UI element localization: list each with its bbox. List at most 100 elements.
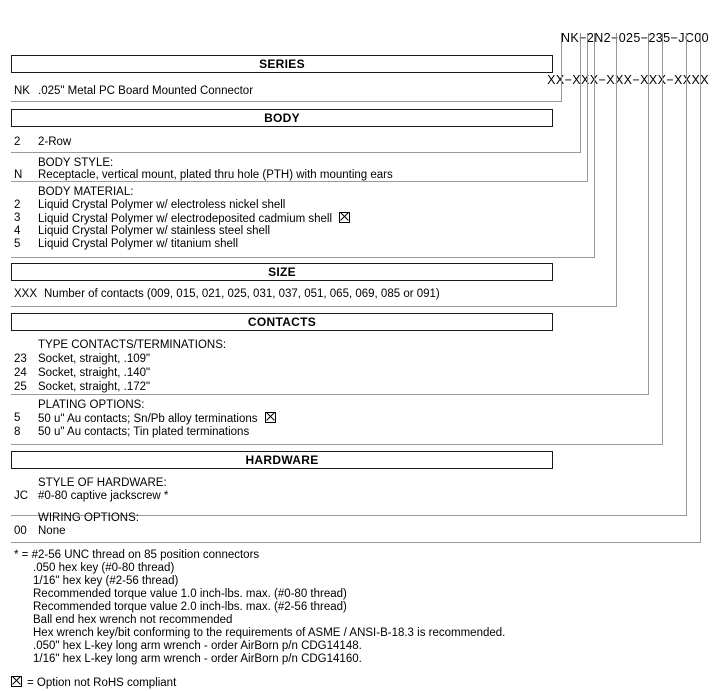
row-description: Socket, straight, .140" xyxy=(38,367,151,379)
leader-elbow-plating xyxy=(553,444,663,445)
leader-elbow-body-row xyxy=(553,152,581,153)
part-number-example: NK−2N2−025−235−JC00 xyxy=(561,31,709,45)
section-divider xyxy=(11,515,553,516)
footnote-line: .050 hex key (#0-80 thread) xyxy=(33,562,175,574)
leader-tick-body-style xyxy=(587,33,588,44)
leader-elbow-hardware xyxy=(553,515,687,516)
row-description-text: 50 u" Au contacts; Sn/Pb alloy terminati… xyxy=(38,413,258,425)
row-code: 4 xyxy=(14,225,21,237)
group-label-contact-type: TYPE CONTACTS/TERMINATIONS: xyxy=(38,339,227,351)
group-label-wiring: WIRING OPTIONS: xyxy=(38,512,139,524)
row-code: 00 xyxy=(14,525,27,537)
leader-elbow-body-style xyxy=(553,181,588,182)
row-description: Liquid Crystal Polymer w/ electroless ni… xyxy=(38,199,286,211)
row-description: Socket, straight, .109" xyxy=(38,353,151,365)
footnote-line: Recommended torque value 2.0 inch-lbs. m… xyxy=(33,601,347,613)
row-code: NK xyxy=(14,85,30,97)
row-code: 8 xyxy=(14,426,21,438)
part-number-mask: XX−XXX−XXX−XXX−XXXX xyxy=(547,73,709,87)
footnote-line: Hex wrench key/bit conforming to the req… xyxy=(33,627,506,639)
row-code: JC xyxy=(14,490,29,502)
section-header-size: SIZE xyxy=(11,263,553,281)
row-description: .025" Metal PC Board Mounted Connector xyxy=(38,85,254,97)
section-title-body: BODY xyxy=(264,111,300,125)
row-code: 2 xyxy=(14,136,21,148)
leader-tick-wiring xyxy=(700,33,701,44)
section-divider xyxy=(11,306,553,307)
leader-elbow-wiring xyxy=(553,542,701,543)
section-title-contacts: CONTACTS xyxy=(247,315,317,329)
row-description: Liquid Crystal Polymer w/ electrodeposit… xyxy=(38,212,351,226)
row-description: None xyxy=(38,525,66,537)
leader-elbow-contact-type xyxy=(553,394,649,395)
section-divider xyxy=(11,394,553,395)
section-divider xyxy=(11,152,553,153)
row-code: 2 xyxy=(14,199,21,211)
section-divider xyxy=(11,444,553,445)
row-code: 5 xyxy=(14,238,21,250)
leader-elbow-body-material xyxy=(553,257,595,258)
rohs-noncompliant-icon xyxy=(264,412,276,423)
row-description: Socket, straight, .172" xyxy=(38,381,151,393)
section-header-contacts: CONTACTS xyxy=(11,313,553,331)
row-description: Liquid Crystal Polymer w/ stainless stee… xyxy=(38,225,271,237)
row-code: 24 xyxy=(14,367,27,379)
leader-tick-body-row xyxy=(580,33,581,44)
row-description-text: Liquid Crystal Polymer w/ electrodeposit… xyxy=(38,213,333,225)
row-code: XXX xyxy=(14,288,38,300)
row-code: 3 xyxy=(14,212,21,224)
footnote-line: Recommended torque value 1.0 inch-lbs. m… xyxy=(33,588,347,600)
leader-tick-plating xyxy=(662,33,663,44)
section-divider xyxy=(11,101,553,102)
row-description: #0-80 captive jackscrew * xyxy=(38,490,169,502)
row-description: 50 u" Au contacts; Tin plated terminatio… xyxy=(38,426,250,438)
row-description: Number of contacts (009, 015, 021, 025, … xyxy=(44,288,440,300)
rohs-legend-text: = Option not RoHS compliant xyxy=(27,677,177,689)
footnote-line: 1/16" hex L-key long arm wrench - order … xyxy=(33,653,362,665)
leader-line-body-style xyxy=(587,44,588,181)
leader-line-series xyxy=(561,44,562,101)
part-number-header: NK−2N2−025−235−JC00 XX−XXX−XXX−XXX−XXXX xyxy=(547,3,709,115)
row-description: 50 u" Au contacts; Sn/Pb alloy terminati… xyxy=(38,412,276,426)
rohs-noncompliant-icon xyxy=(339,212,351,223)
section-divider xyxy=(11,542,553,543)
leader-tick-hardware xyxy=(686,33,687,44)
leader-line-plating xyxy=(662,44,663,444)
row-description: Liquid Crystal Polymer w/ titanium shell xyxy=(38,238,239,250)
leader-line-hardware xyxy=(686,44,687,515)
row-description: Receptacle, vertical mount, plated thru … xyxy=(38,169,393,181)
rohs-legend: = Option not RoHS compliant xyxy=(11,676,176,689)
section-header-series: SERIES xyxy=(11,55,553,73)
leader-line-body-material xyxy=(594,44,595,257)
row-code: 23 xyxy=(14,353,27,365)
section-header-hardware: HARDWARE xyxy=(11,451,553,469)
section-header-body: BODY xyxy=(11,109,553,127)
rohs-noncompliant-icon xyxy=(11,676,22,687)
leader-tick-series xyxy=(561,33,562,44)
section-title-series: SERIES xyxy=(259,57,305,71)
footnote-line: 1/16" hex key (#2-56 thread) xyxy=(33,575,179,587)
footnote-line: Ball end hex wrench not recommended xyxy=(33,614,233,626)
section-divider xyxy=(11,181,553,182)
leader-tick-contact-type xyxy=(648,33,649,44)
row-description: 2-Row xyxy=(38,136,72,148)
leader-line-body-row xyxy=(580,44,581,152)
leader-elbow-series xyxy=(553,101,562,102)
group-label-hardware-style: STYLE OF HARDWARE: xyxy=(38,477,167,489)
row-code: N xyxy=(14,169,23,181)
leader-elbow-size xyxy=(553,306,617,307)
row-code: 25 xyxy=(14,381,27,393)
footnote-line: * = #2-56 UNC thread on 85 position conn… xyxy=(14,549,260,561)
group-label-body-material: BODY MATERIAL: xyxy=(38,186,134,198)
section-divider xyxy=(11,257,553,258)
group-label-plating: PLATING OPTIONS: xyxy=(38,399,145,411)
group-label-body-style: BODY STYLE: xyxy=(38,157,114,169)
leader-tick-size xyxy=(616,33,617,44)
leader-tick-body-material xyxy=(594,33,595,44)
leader-line-size xyxy=(616,44,617,306)
row-code: 5 xyxy=(14,412,21,424)
footnote-line: .050" hex L-key long arm wrench - order … xyxy=(33,640,362,652)
section-title-hardware: HARDWARE xyxy=(245,453,319,467)
leader-line-contact-type xyxy=(648,44,649,394)
